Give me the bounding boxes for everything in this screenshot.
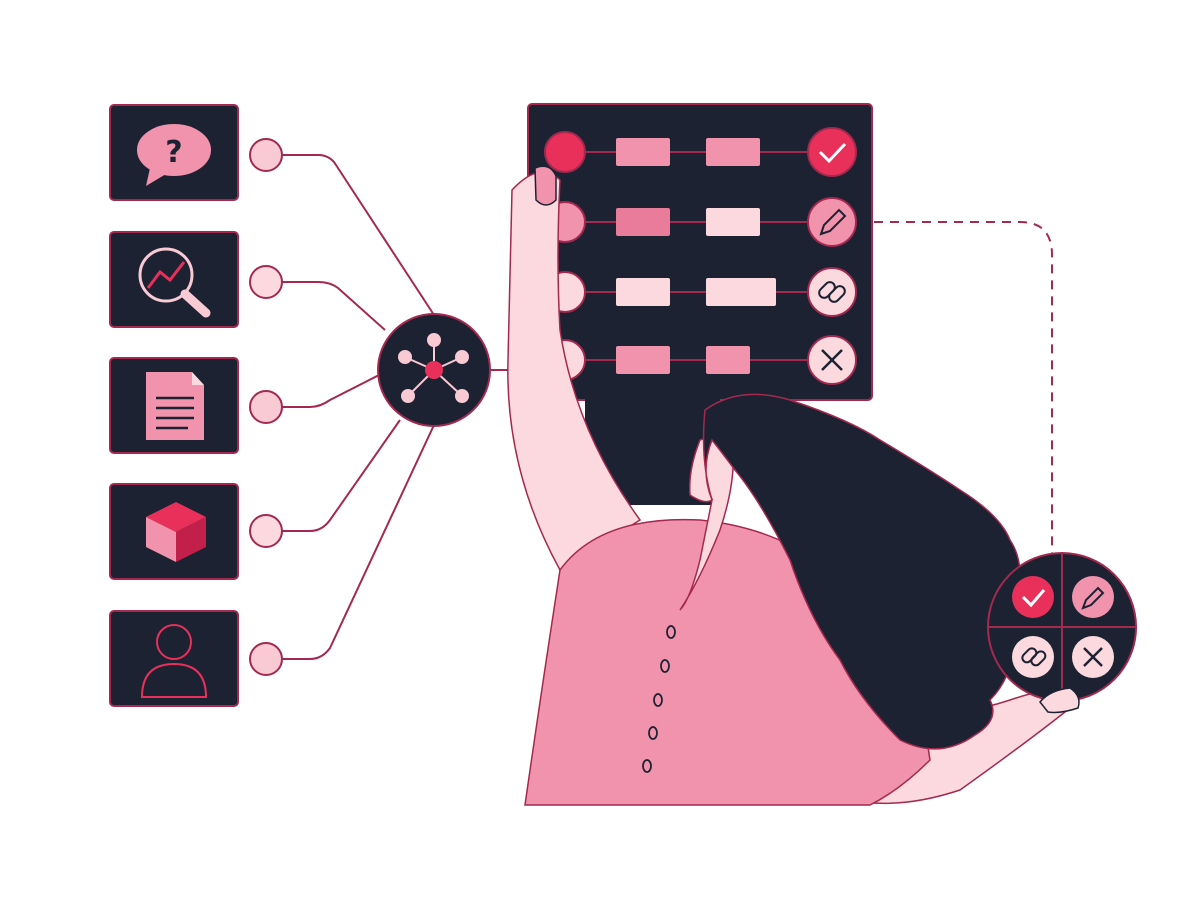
panel-connector-node xyxy=(249,642,283,676)
left-panel-5[interactable] xyxy=(109,610,283,707)
wheel-hand xyxy=(1039,687,1080,714)
woman-figure xyxy=(507,165,1071,806)
shirt-buttons xyxy=(642,625,676,773)
row-block xyxy=(706,346,750,374)
close-icon[interactable] xyxy=(1072,636,1114,678)
panel-connector-node xyxy=(249,514,283,548)
board-row-1[interactable] xyxy=(544,127,857,177)
svg-text:?: ? xyxy=(165,135,182,170)
cube-icon xyxy=(146,502,206,562)
network-hub[interactable] xyxy=(377,313,491,427)
user-icon xyxy=(140,624,208,698)
action-wheel[interactable] xyxy=(987,552,1137,714)
row-block xyxy=(616,346,670,374)
raised-hand xyxy=(534,165,557,206)
panel-connector-node xyxy=(249,390,283,424)
link-icon[interactable] xyxy=(807,267,857,317)
document-icon xyxy=(146,372,204,440)
panel-connector-node xyxy=(249,138,283,172)
check-icon[interactable] xyxy=(807,127,857,177)
panel-connector-node xyxy=(249,265,283,299)
row-block xyxy=(616,278,670,306)
row-block xyxy=(616,208,670,236)
left-panel-3[interactable] xyxy=(109,357,283,454)
board-row-4[interactable] xyxy=(544,335,857,385)
row-block xyxy=(706,278,776,306)
question-bubble-icon: ? xyxy=(135,122,213,186)
check-icon[interactable] xyxy=(1012,576,1054,618)
row-block xyxy=(616,138,670,166)
connector-lines xyxy=(282,154,510,660)
network-hub-icon xyxy=(398,333,469,403)
dashed-connector xyxy=(858,221,1053,560)
raised-arm xyxy=(507,171,642,572)
left-panel-1[interactable]: ? xyxy=(109,104,283,201)
hair xyxy=(702,393,1021,750)
pencil-icon[interactable] xyxy=(807,197,857,247)
link-icon[interactable] xyxy=(1012,636,1054,678)
left-panel-4[interactable] xyxy=(109,483,283,580)
left-panel-2[interactable] xyxy=(109,231,283,328)
face xyxy=(679,429,735,611)
row-block xyxy=(706,208,760,236)
pencil-icon[interactable] xyxy=(1072,576,1114,618)
close-icon[interactable] xyxy=(807,335,857,385)
row-handle xyxy=(544,131,586,173)
row-block xyxy=(706,138,760,166)
magnifier-trend-icon xyxy=(138,247,211,318)
